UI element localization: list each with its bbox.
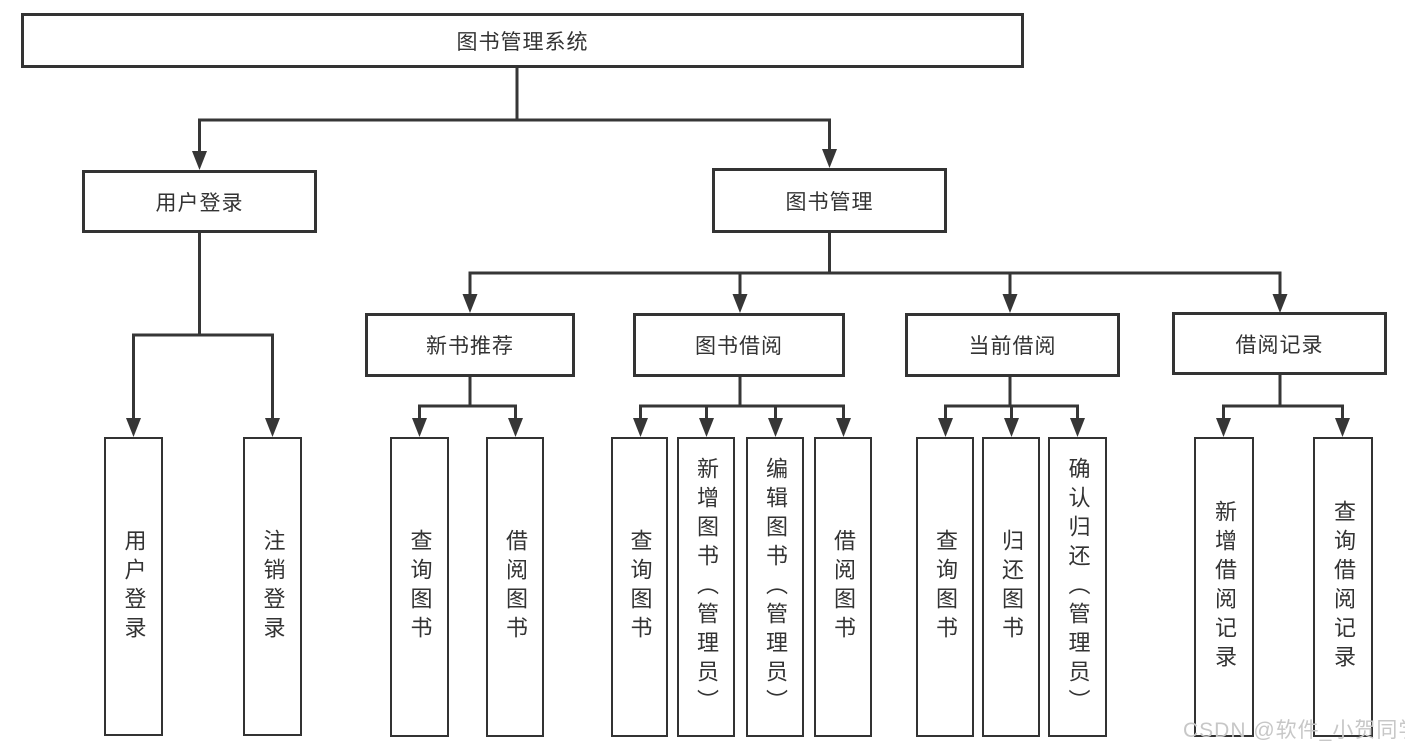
leaf-logout: 注销登录 — [243, 437, 302, 736]
leaf-query-borrow-record-label: 查询借阅记录 — [1331, 500, 1356, 674]
leaf-recommend-query-books: 查询图书 — [390, 437, 449, 737]
node-book-management-label: 图书管理 — [785, 190, 874, 214]
connector-book-management — [468, 233, 1282, 295]
node-borrow-records-label: 借阅记录 — [1235, 333, 1324, 357]
node-root: 图书管理系统 — [21, 13, 1024, 68]
leaf-current-query-books: 查询图书 — [916, 437, 974, 737]
leaf-user-login-label: 用户登录 — [121, 528, 147, 645]
leaf-query-borrow-record: 查询借阅记录 — [1313, 437, 1373, 737]
node-new-book-recommend: 新书推荐 — [365, 313, 575, 377]
leaf-confirm-return-admin-label: 确认归还（管理员） — [1065, 456, 1091, 718]
leaf-add-borrow-record: 新增借阅记录 — [1194, 437, 1254, 737]
csdn-watermark: CSDN @软件_小贺同学 — [1183, 719, 1405, 742]
leaf-current-query-books-label: 查询图书 — [933, 529, 958, 645]
arrowheads-book-management — [462, 294, 1288, 313]
leaf-return-book-label: 归还图书 — [999, 529, 1024, 645]
node-book-borrow: 图书借阅 — [633, 313, 845, 377]
leaf-recommend-borrow-books-label: 借阅图书 — [503, 529, 528, 645]
leaf-logout-label: 注销登录 — [260, 528, 286, 645]
leaf-borrow-borrow-books: 借阅图书 — [814, 437, 872, 737]
leaf-recommend-query-books-label: 查询图书 — [407, 529, 433, 645]
leaf-return-book: 归还图书 — [982, 437, 1040, 737]
connector-user-login — [132, 233, 274, 419]
arrowheads-book-borrow — [633, 418, 851, 437]
node-root-label: 图书管理系统 — [456, 30, 589, 54]
arrowheads-borrow-records — [1216, 418, 1350, 437]
arrowheads-new-book-recommend — [412, 418, 523, 437]
leaf-borrow-query-books: 查询图书 — [611, 437, 668, 737]
leaf-borrow-query-books-label: 查询图书 — [627, 529, 653, 645]
node-book-borrow-label: 图书借阅 — [695, 335, 783, 358]
node-new-book-recommend-label: 新书推荐 — [426, 335, 514, 358]
leaf-add-borrow-record-label: 新增借阅记录 — [1212, 500, 1237, 674]
leaf-borrow-borrow-books-label: 借阅图书 — [831, 529, 856, 645]
connector-book-borrow — [639, 377, 845, 419]
node-user-login: 用户登录 — [82, 170, 317, 233]
node-borrow-records: 借阅记录 — [1172, 312, 1387, 375]
leaf-user-login: 用户登录 — [104, 437, 163, 736]
arrowheads-current-borrow — [938, 418, 1085, 437]
leaf-add-book-admin: 新增图书（管理员） — [677, 437, 735, 737]
connector-borrow-records — [1222, 375, 1344, 419]
node-user-login-label: 用户登录 — [155, 191, 244, 215]
leaf-recommend-borrow-books: 借阅图书 — [486, 437, 544, 737]
leaf-confirm-return-admin: 确认归还（管理员） — [1048, 437, 1107, 737]
leaf-add-book-admin-label: 新增图书（管理员） — [694, 456, 719, 718]
leaf-edit-book-admin: 编辑图书（管理员） — [746, 437, 804, 737]
node-current-borrow: 当前借阅 — [905, 313, 1120, 377]
arrowheads-user-login — [126, 418, 280, 437]
connector-root-to-level2 — [198, 68, 831, 152]
connector-new-book-recommend — [418, 377, 517, 419]
connector-current-borrow — [944, 377, 1079, 419]
leaf-edit-book-admin-label: 编辑图书（管理员） — [763, 456, 788, 718]
node-book-management: 图书管理 — [712, 168, 947, 233]
arrowheads-root-to-level2 — [192, 149, 837, 170]
node-current-borrow-label: 当前借阅 — [968, 335, 1057, 358]
